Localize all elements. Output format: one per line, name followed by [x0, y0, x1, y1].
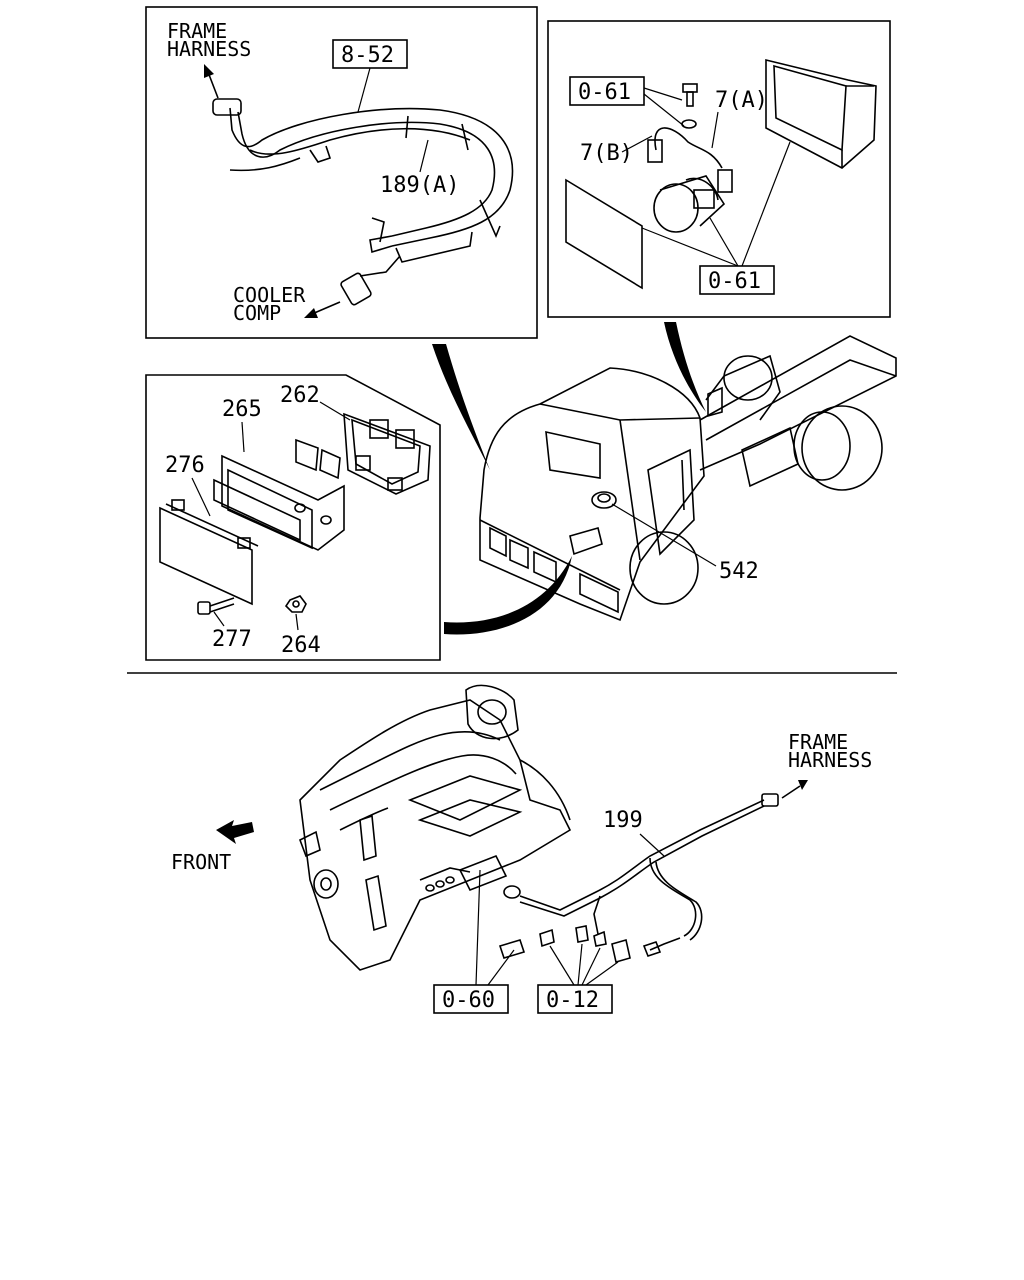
truck-illustration: 542	[432, 322, 897, 635]
part-7b-label: 7(B)	[580, 141, 633, 166]
frame-harness-connector	[212, 98, 242, 116]
ref-0-61-top-label: 0-61	[578, 80, 631, 105]
ref-box-0-61-top[interactable]	[569, 76, 645, 106]
ref-box-0-61-bottom[interactable]	[699, 265, 775, 295]
blower-panel: 0-61 7(A) 7(B)	[547, 20, 891, 318]
relay-cover	[159, 499, 259, 606]
relay-box-body	[213, 438, 345, 551]
bolt-277-icon	[197, 597, 235, 615]
pointer-blower	[664, 322, 706, 412]
ref-0-12-label: 0-12	[546, 988, 599, 1013]
harness-199	[498, 793, 779, 964]
blower-case	[765, 58, 877, 169]
ref-box-0-60[interactable]	[433, 984, 509, 1014]
relay-box-location	[569, 527, 603, 556]
part-542-location	[591, 491, 617, 509]
connector-7a	[717, 169, 733, 193]
pointer-harness	[432, 344, 490, 470]
part-276-label: 276	[165, 453, 205, 478]
cooler-comp-label-line1: COOLER	[233, 283, 306, 307]
ref-8-52-label: 8-52	[341, 43, 394, 68]
harness-panel: FRAME HARNESS 8-52 189(A)	[145, 6, 538, 339]
ref-box-0-12[interactable]	[537, 984, 613, 1014]
part-262-label: 262	[280, 383, 320, 408]
ref-0-60-label: 0-60	[442, 988, 495, 1013]
engine-frame-harness-arrow-icon	[781, 780, 808, 799]
cooler-comp-connector	[340, 272, 372, 306]
frame-harness-arrow-icon	[204, 64, 219, 99]
part-264-label: 264	[281, 633, 321, 658]
part-189a-label: 189(A)	[380, 173, 459, 198]
front-arrow-icon	[216, 820, 254, 844]
ref-0-61-bottom-label: 0-61	[708, 269, 761, 294]
cooler-comp-label-line2: COMP	[233, 301, 281, 325]
connector-7b	[647, 139, 663, 163]
cooler-comp-arrow-icon	[304, 301, 341, 318]
frame-harness-plug	[761, 793, 779, 807]
engine-frame-harness-label-line2: HARNESS	[788, 748, 872, 772]
nut-264-icon	[284, 595, 307, 613]
frame-harness-label-line2: HARNESS	[167, 37, 251, 61]
relay-bracket	[343, 412, 431, 495]
engine-frame-harness-label-line1: FRAME	[788, 730, 848, 754]
part-7a-label: 7(A)	[715, 88, 768, 113]
part-265-label: 265	[222, 397, 262, 422]
relay-box-panel: 265 262 276	[145, 374, 441, 661]
harness-bundle	[212, 98, 514, 306]
bolt-icon	[681, 83, 698, 129]
part-199-label: 199	[603, 808, 643, 833]
engine-block	[298, 684, 572, 971]
front-label: FRONT	[171, 850, 231, 874]
blower-motor	[653, 175, 726, 233]
engine-section: FRONT FRAME HARNESS	[171, 684, 872, 1014]
frame-harness-label-line1: FRAME	[167, 19, 227, 43]
cover-plate	[565, 178, 643, 290]
part-277-label: 277	[212, 627, 252, 652]
pointer-relay	[444, 556, 572, 635]
part-542-label: 542	[719, 559, 759, 584]
